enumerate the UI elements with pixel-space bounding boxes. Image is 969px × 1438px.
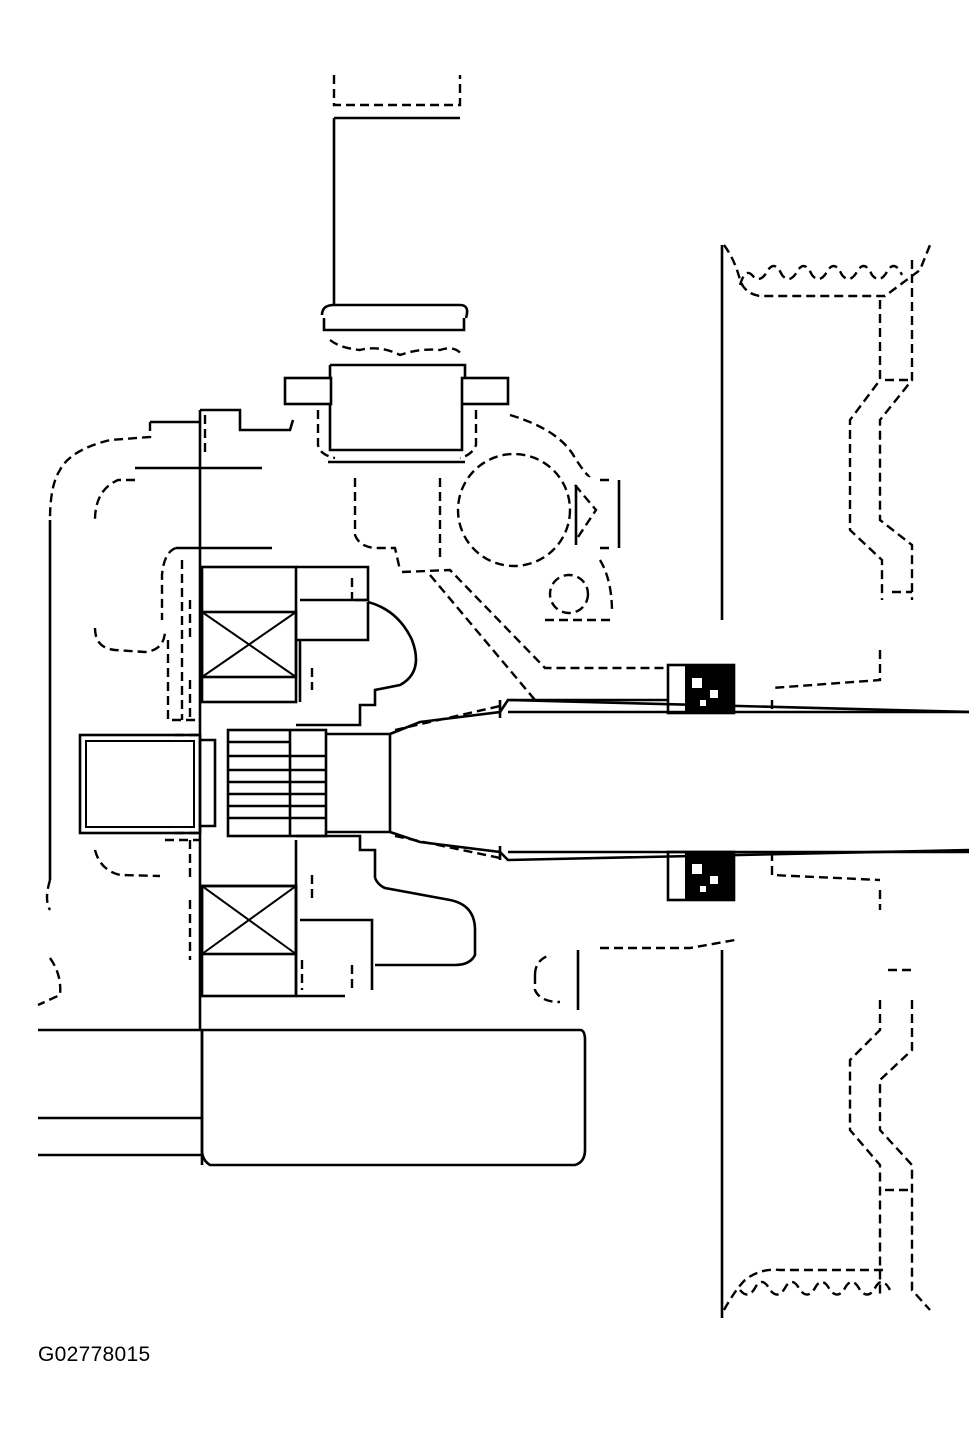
lower-bearing — [165, 838, 298, 998]
shaft-assembly — [78, 698, 969, 862]
upper-housing — [48, 408, 295, 1030]
figure-id-label: G02778015 — [38, 1343, 151, 1366]
passage-circle — [401, 413, 665, 701]
upper-bearing — [188, 565, 298, 720]
lower-retainer — [294, 834, 477, 998]
upper-retainer — [296, 565, 418, 727]
oil-seal-upper — [666, 663, 736, 715]
mount-block — [283, 363, 510, 571]
top-rod-assembly — [320, 75, 469, 357]
lower-housing — [37, 849, 736, 1318]
wheel-drum — [720, 244, 932, 1311]
oil-seal-lower — [666, 850, 736, 902]
